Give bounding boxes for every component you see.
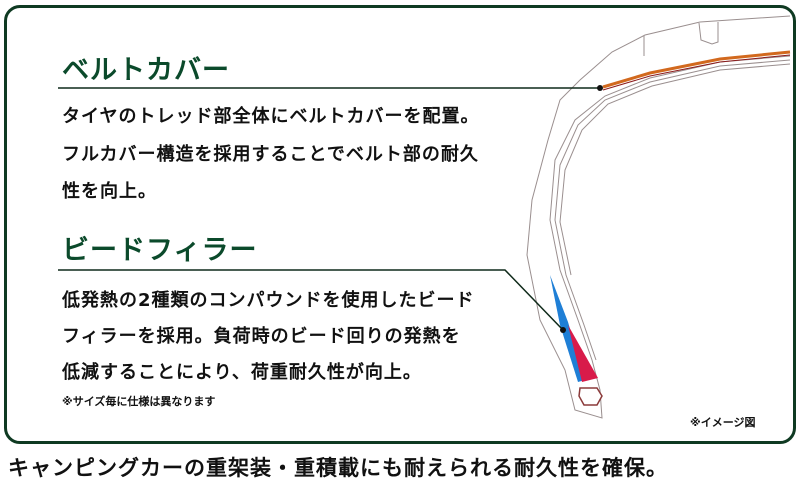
- filler-leader-line: [58, 269, 564, 331]
- caption: キャンピングカーの重架装・重積載にも耐えられる耐久性を確保。: [8, 456, 668, 480]
- belt-cover-text-line: フルカバー構造を採用することでベルト部の耐久: [62, 144, 479, 165]
- feature-panel: [4, 5, 796, 444]
- bead-filler-title: ビードフィラー: [62, 235, 258, 266]
- bead-filler-text-line: フィラーを採用。負荷時のビード回りの発熱を: [62, 326, 461, 347]
- bead-filler-red: [568, 325, 598, 382]
- belt-cover-inner: [602, 54, 791, 91]
- image-note: ※イメージ図: [690, 416, 756, 429]
- bead-filler-text-line: 低発熱の2種類のコンパウンドを使用したビード: [62, 290, 475, 311]
- tire-outer-contour: [526, 15, 791, 419]
- belt-cover-layer: [602, 50, 791, 89]
- size-note: ※サイズ毎に仕様は異なります: [62, 395, 216, 408]
- bead-core: [578, 387, 603, 406]
- belt-cover-text-line: タイヤのトレッド部全体にベルトカバーを配置。: [62, 106, 480, 127]
- belt-cover-text-line: 性を向上。: [62, 181, 157, 202]
- belt-cover-title: ベルトカバー: [62, 55, 230, 86]
- bead-filler-text-line: 低減することにより、荷重耐久性が向上。: [62, 362, 422, 383]
